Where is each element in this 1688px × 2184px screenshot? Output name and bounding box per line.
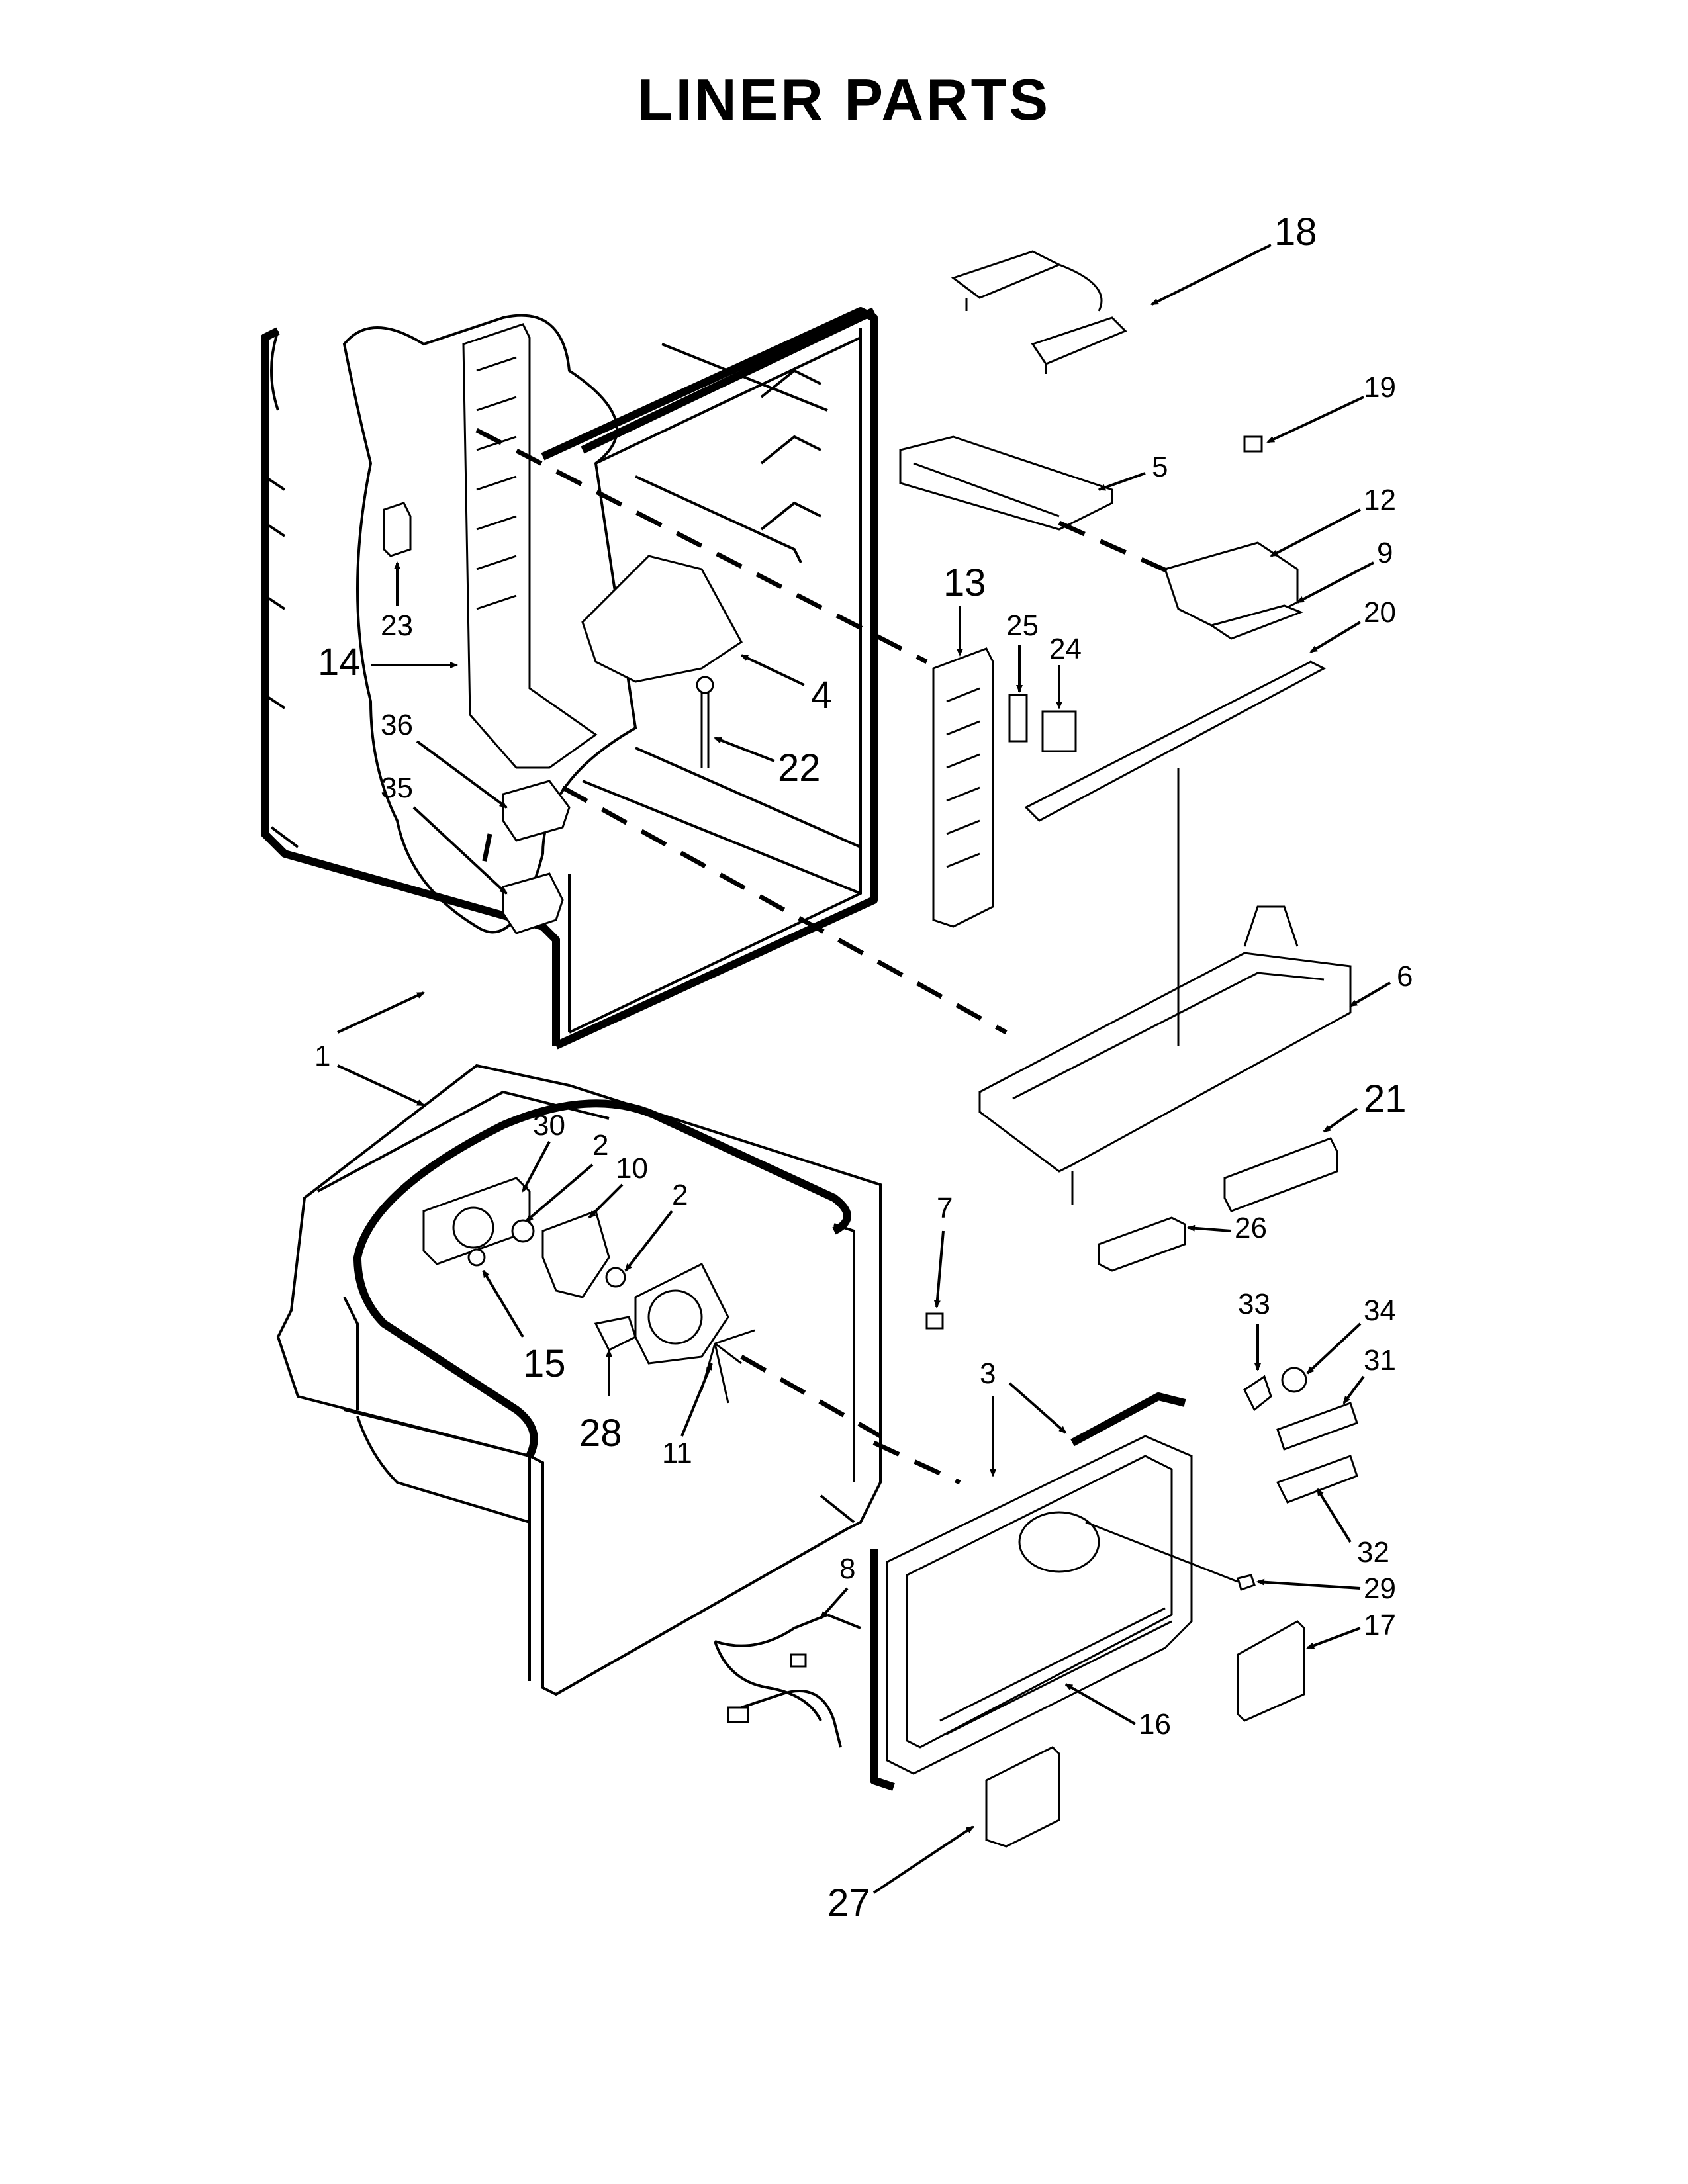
callout-label: 1 xyxy=(314,1040,330,1072)
callout-label: 25 xyxy=(1006,610,1039,642)
callout-label: 12 xyxy=(1364,484,1396,516)
callout-label: 11 xyxy=(662,1437,692,1469)
callout-label: 28 xyxy=(579,1412,622,1455)
freezer-liner xyxy=(276,1064,882,1696)
fan-assembly-parts xyxy=(422,1177,755,1404)
callout-label: 29 xyxy=(1364,1572,1396,1605)
callout-label: 10 xyxy=(616,1152,648,1185)
callouts: 18 19 5 12 9 20 13 25 24 4 22 14 xyxy=(314,210,1413,1925)
callout-label: 15 xyxy=(523,1342,566,1385)
evaporator-cover xyxy=(870,1392,1193,1791)
callout-label: 23 xyxy=(381,610,413,642)
callout-label: 16 xyxy=(1139,1708,1171,1741)
callout-label: 30 xyxy=(533,1109,565,1142)
callout-label: 31 xyxy=(1364,1344,1396,1377)
callout-label: 24 xyxy=(1049,633,1082,665)
callout-label: 36 xyxy=(381,709,413,741)
callout-label: 8 xyxy=(839,1553,855,1585)
callout-label: 14 xyxy=(318,641,361,684)
callout-label: 35 xyxy=(381,772,413,804)
callout-label: 26 xyxy=(1235,1212,1267,1244)
page-title: LINER PARTS xyxy=(637,67,1051,132)
callout-label: 2 xyxy=(672,1179,688,1211)
callout-label: 32 xyxy=(1357,1536,1389,1569)
callout-label: 20 xyxy=(1364,596,1396,629)
callout-label: 22 xyxy=(778,747,821,790)
callout-label: 18 xyxy=(1274,210,1317,253)
leader-dashes xyxy=(475,428,1239,1583)
callout-label: 7 xyxy=(937,1192,953,1224)
callout-label: 19 xyxy=(1364,371,1396,404)
callout-label: 5 xyxy=(1152,451,1168,483)
callout-label: 4 xyxy=(811,674,832,717)
callout-label: 9 xyxy=(1377,537,1393,569)
callout-label: 3 xyxy=(980,1357,996,1390)
callout-label: 13 xyxy=(943,561,986,604)
callout-label: 27 xyxy=(827,1882,870,1925)
upper-right-parts xyxy=(899,250,1358,1848)
fresh-food-liner xyxy=(261,307,878,1050)
callout-label: 33 xyxy=(1238,1288,1270,1320)
wire-harness xyxy=(714,1614,861,1748)
callout-label: 6 xyxy=(1397,960,1413,993)
left-interior-parts xyxy=(383,323,743,934)
callout-label: 17 xyxy=(1364,1609,1396,1641)
callout-label: 21 xyxy=(1364,1077,1407,1120)
callout-label: 2 xyxy=(592,1129,608,1161)
callout-label: 34 xyxy=(1364,1295,1396,1327)
